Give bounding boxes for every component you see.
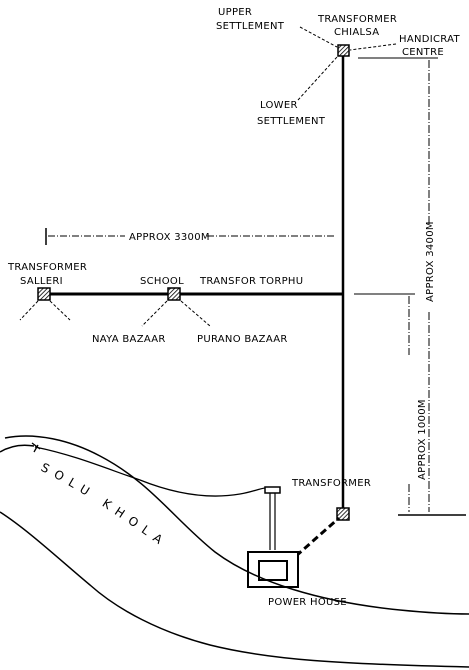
transformer-lower-symbol xyxy=(336,507,350,521)
forebay-tank xyxy=(264,486,281,494)
handicraft-centre-label-2: CENTRE xyxy=(402,47,444,58)
transformer-salleri-label-1: TRANSFORMER xyxy=(7,262,87,273)
school-label: SCHOOL xyxy=(140,276,184,287)
lower-settlement-label-2: SETTLEMENT xyxy=(257,116,326,127)
approx-3400-label: APPROX 3400M xyxy=(425,221,436,302)
river-bank-south xyxy=(0,511,469,668)
handicraft-leader xyxy=(349,43,397,51)
lower-settlement-leader xyxy=(297,56,338,101)
handicraft-centre-label-1: HANDICRAT xyxy=(399,34,460,45)
river-bank-north xyxy=(4,435,469,615)
transformer-torphu-symbol xyxy=(167,287,181,301)
transformer-chialsa-symbol xyxy=(337,44,350,57)
upper-settlement-label-2: SETTLEMENT xyxy=(216,21,285,32)
torphu-leader-left xyxy=(141,300,168,327)
power-house-label: POWER HOUSE xyxy=(268,597,347,608)
approx-3300-label: APPROX 3300M xyxy=(129,232,210,243)
canal-intake-mark xyxy=(31,442,41,453)
salleri-leader-right xyxy=(49,300,71,321)
lower-settlement-label-1: LOWER xyxy=(260,100,298,111)
transfor-torphu-label: TRANSFOR TORPHU xyxy=(199,276,303,287)
upper-settlement-label-1: UPPER xyxy=(218,7,252,18)
upper-settlement-leader xyxy=(299,26,338,48)
powerhouse-to-transformer-line xyxy=(295,516,340,558)
transformer-lower-label: TRANSFORMER xyxy=(291,478,371,489)
river-solu-khola-label: SOLU KHOLA xyxy=(39,460,171,551)
transformer-chialsa-label-2: CHIALSA xyxy=(334,27,379,38)
approx-1000-label: APPROX 1000M xyxy=(417,399,428,480)
river-bank-north-left xyxy=(0,444,35,453)
transformer-salleri-label-2: SALLERI xyxy=(20,276,63,287)
purano-bazaar-label: PURANO BAZAAR xyxy=(197,334,288,345)
salleri-leader-left xyxy=(19,300,39,321)
transformer-chialsa-label-1: TRANSFORMER xyxy=(317,14,397,25)
torphu-leader-right xyxy=(180,300,211,327)
headrace-canal xyxy=(34,446,266,497)
transformer-salleri-symbol xyxy=(37,287,51,301)
power-house-inner xyxy=(258,560,288,581)
naya-bazaar-label: NAYA BAZAAR xyxy=(92,334,166,345)
power-house-outer xyxy=(247,551,299,588)
